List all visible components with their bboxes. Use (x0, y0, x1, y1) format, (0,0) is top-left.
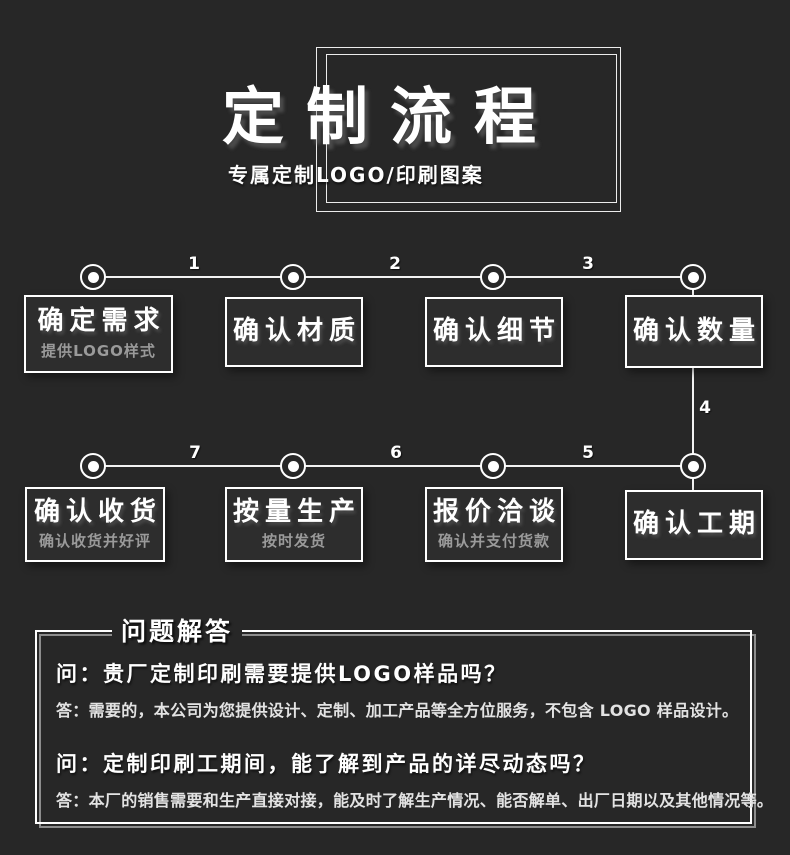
qa-question: 问：贵厂定制印刷需要提供LOGO样品吗？ (56, 662, 508, 686)
node-dot-icon (687, 271, 699, 283)
qa-content: 问：贵厂定制印刷需要提供LOGO样品吗？ 答：需要的，本公司为您提供设计、定制、… (56, 650, 774, 811)
step-label: 确认工期 (633, 509, 762, 540)
connector-node-icon (480, 264, 506, 290)
node-dot-icon (687, 460, 699, 472)
connector-node-icon (80, 453, 106, 479)
step-number: 2 (389, 254, 401, 274)
flow-step-box-confirm-schedule: 确认工期 (625, 490, 763, 560)
node-dot-icon (87, 271, 99, 283)
connector-node-icon (480, 453, 506, 479)
page-subtitle: 专属定制LOGO/印刷图案 (228, 163, 484, 187)
step-sublabel: 确认收货并好评 (38, 532, 151, 551)
connector-node-icon (680, 453, 706, 479)
qa-answer: 答：需要的，本公司为您提供设计、定制、加工产品等全方位服务，不包含 LOGO 样… (56, 701, 739, 720)
qa-question: 问：定制印刷工期间，能了解到产品的详尽动态吗？ (56, 752, 597, 776)
step-number: 5 (582, 443, 594, 463)
node-dot-icon (87, 460, 99, 472)
step-label: 确认细节 (433, 316, 562, 347)
flow-line-top (93, 276, 693, 278)
flow-line-vertical (692, 277, 694, 490)
step-label: 确认数量 (633, 315, 762, 346)
node-dot-icon (487, 460, 499, 472)
qa-answer: 答：本厂的销售需要和生产直接对接，能及时了解生产情况、能否解单、出厂日期以及其他… (56, 791, 774, 810)
step-number: 4 (699, 398, 711, 418)
step-label: 确认收货 (33, 496, 162, 527)
connector-node-icon (680, 264, 706, 290)
flow-step-box-confirm-details: 确认细节 (425, 297, 563, 367)
step-number: 3 (582, 254, 594, 274)
flow-step-box-confirm-needs: 确定需求 提供LOGO样式 (24, 295, 173, 373)
step-number: 7 (189, 443, 201, 463)
step-label: 报价洽谈 (433, 496, 562, 527)
page-title: 定制流程 (222, 80, 559, 153)
qa-frame (35, 630, 752, 824)
node-dot-icon (287, 460, 299, 472)
qa-section-title: 问题解答 (112, 615, 243, 648)
step-label: 确认材质 (233, 316, 362, 347)
step-sublabel: 确认并支付货款 (437, 532, 550, 551)
connector-node-icon (280, 453, 306, 479)
connector-node-icon (280, 264, 306, 290)
connector-node-icon (80, 264, 106, 290)
step-sublabel: 按时发货 (261, 532, 326, 551)
flow-step-box-confirm-receipt: 确认收货 确认收货并好评 (25, 487, 165, 562)
flow-step-box-confirm-quantity: 确认数量 (625, 295, 763, 368)
step-number: 6 (390, 443, 402, 463)
flow-line-bottom (93, 465, 693, 467)
flow-step-box-quote-negotiation: 报价洽谈 确认并支付货款 (425, 487, 563, 562)
node-dot-icon (287, 271, 299, 283)
title-frame-inner (326, 54, 617, 203)
step-number: 1 (188, 254, 200, 274)
flow-step-box-production: 按量生产 按时发货 (225, 487, 363, 562)
node-dot-icon (487, 271, 499, 283)
step-sublabel: 提供LOGO样式 (41, 341, 156, 360)
step-label: 确定需求 (37, 306, 166, 337)
title-frame-outer (316, 47, 621, 212)
step-label: 按量生产 (233, 496, 362, 527)
flow-step-box-confirm-material: 确认材质 (225, 297, 363, 367)
